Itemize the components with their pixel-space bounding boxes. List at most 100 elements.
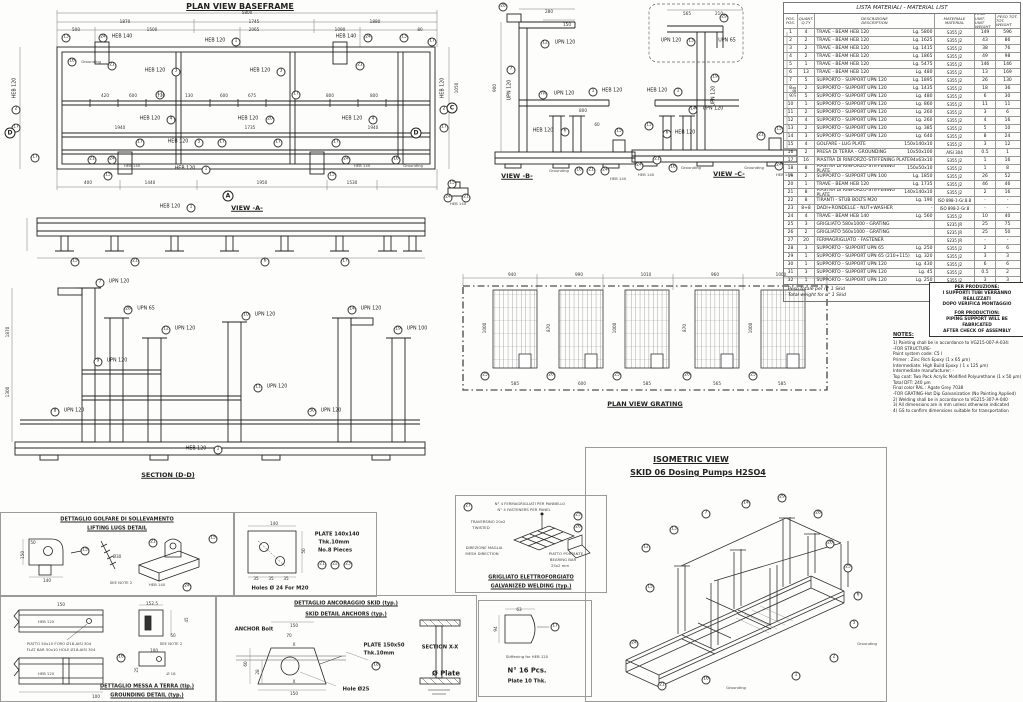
item-balloon-15: 15 <box>644 121 654 131</box>
item-balloon-24: 24 <box>443 193 453 203</box>
material-cell: 32 <box>784 277 798 284</box>
material-cell: S355 J2 <box>935 85 975 92</box>
material-cell: 6 <box>1006 246 1009 251</box>
item-balloon-16: 16 <box>574 166 584 176</box>
annotation-text: 870 <box>545 324 551 332</box>
text-line: -FOR GRATING-Hot Dip Galvanization (No P… <box>893 391 1016 397</box>
annotation-text: 100 <box>150 647 158 653</box>
item-balloon-19: 19 <box>393 325 403 335</box>
material-cell: 0.5 <box>975 269 996 276</box>
annotation-text: HEB 140 <box>111 34 133 40</box>
grating-drawing <box>462 274 828 391</box>
item-balloon-15: 15 <box>80 546 90 556</box>
material-cell: S355 J2 <box>935 181 975 188</box>
material-cell: 46 <box>975 181 996 188</box>
annotation-text: 730 <box>157 92 165 98</box>
material-cell: 2 <box>1006 270 1009 275</box>
annotation-text: 675 <box>248 92 256 98</box>
annotation-text: X <box>292 678 296 684</box>
annotation-text: HEB 120 <box>674 130 696 136</box>
annotation-text: 940 <box>508 271 516 277</box>
material-cell: 3 <box>798 245 815 252</box>
material-cell: 2 <box>798 37 815 44</box>
annotation-text: Ø30 <box>112 553 122 559</box>
item-balloon-17: 17 <box>30 153 40 163</box>
notes-area: PER PRODUZIONE:I SUPPORTI TUBI VERRANNO … <box>893 282 1023 418</box>
item-balloon-26: 26 <box>825 539 835 549</box>
section-marker-D: D <box>4 127 16 139</box>
annotation-text: 1090 <box>334 26 346 32</box>
material-cell: S355 J2 <box>935 261 975 268</box>
material-cell: S235 JR <box>935 237 975 244</box>
material-cell: 13 <box>975 69 996 76</box>
item-balloon-17: 17 <box>331 138 341 148</box>
annotation-text: TWISTED <box>472 525 490 531</box>
material-cell: 0.5 <box>975 149 996 156</box>
material-cell: 29 <box>784 253 798 260</box>
annotation-text: DETTAGLIO ANCORAGGIO SKID (typ.) <box>294 600 398 607</box>
grounding-drawing <box>13 604 172 693</box>
material-cell: 4 <box>975 117 996 124</box>
material-cell: 3 <box>798 269 815 276</box>
annotation-text: GROUNDING DETAIL (typ.) <box>110 692 184 699</box>
annotation-text: Grounding <box>403 163 423 169</box>
item-balloon-13: 13 <box>399 33 409 43</box>
item-balloon-13: 13 <box>669 525 679 535</box>
material-cell: 25 <box>975 229 996 236</box>
column-header: POS.POS. <box>784 14 798 28</box>
item-balloon-13: 13 <box>686 37 696 47</box>
column-header: PESO UNIT.UNIT WEIGHT <box>975 14 996 28</box>
item-balloon-15: 15 <box>614 127 624 137</box>
annotation-text: BEARING BAR <box>549 557 577 563</box>
item-balloon-2: 2 <box>829 653 839 663</box>
annotation-text: Plate 10 Thk. <box>507 678 547 685</box>
annotation-text: 585 <box>778 380 786 386</box>
material-cell: S355 J2 <box>935 109 975 116</box>
material-cell: 1 <box>798 61 815 68</box>
item-balloon-7: 7 <box>701 509 711 519</box>
material-cell: 21 <box>784 189 798 196</box>
item-balloon-2: 2 <box>11 105 21 115</box>
annotation-text: UPN 65 <box>137 306 155 312</box>
item-balloon-15: 15 <box>103 171 113 181</box>
annotation-text: 210 <box>715 10 723 16</box>
material-cell: S355 J2 <box>935 253 975 260</box>
annotation-text: GRIGLIATO ELETTROFORGIATO <box>488 574 574 581</box>
item-balloon-17: 17 <box>273 138 283 148</box>
material-cell: 2 <box>784 37 798 44</box>
annotation-text: VIEW -B- <box>501 171 533 180</box>
item-balloon-24: 24 <box>600 166 610 176</box>
annotation-text: UPN 120 <box>660 38 682 44</box>
item-balloon-7: 7 <box>95 278 105 288</box>
material-cell: 24 <box>784 213 798 220</box>
annotation-text: Grounding <box>726 685 746 691</box>
material-cell: 26 <box>975 77 996 84</box>
material-cell: 31 <box>784 269 798 276</box>
material-cell: 43 <box>975 37 996 44</box>
material-cell: 8+8 <box>798 205 815 212</box>
annotation-text: 800 <box>326 92 334 98</box>
material-cell: S355 J2 <box>935 133 975 140</box>
annotation-text: 600 <box>220 92 228 98</box>
item-balloon-17: 17 <box>550 622 560 632</box>
annotation-text: HEB 120 <box>167 139 189 145</box>
material-cell: 596 <box>1003 30 1012 35</box>
